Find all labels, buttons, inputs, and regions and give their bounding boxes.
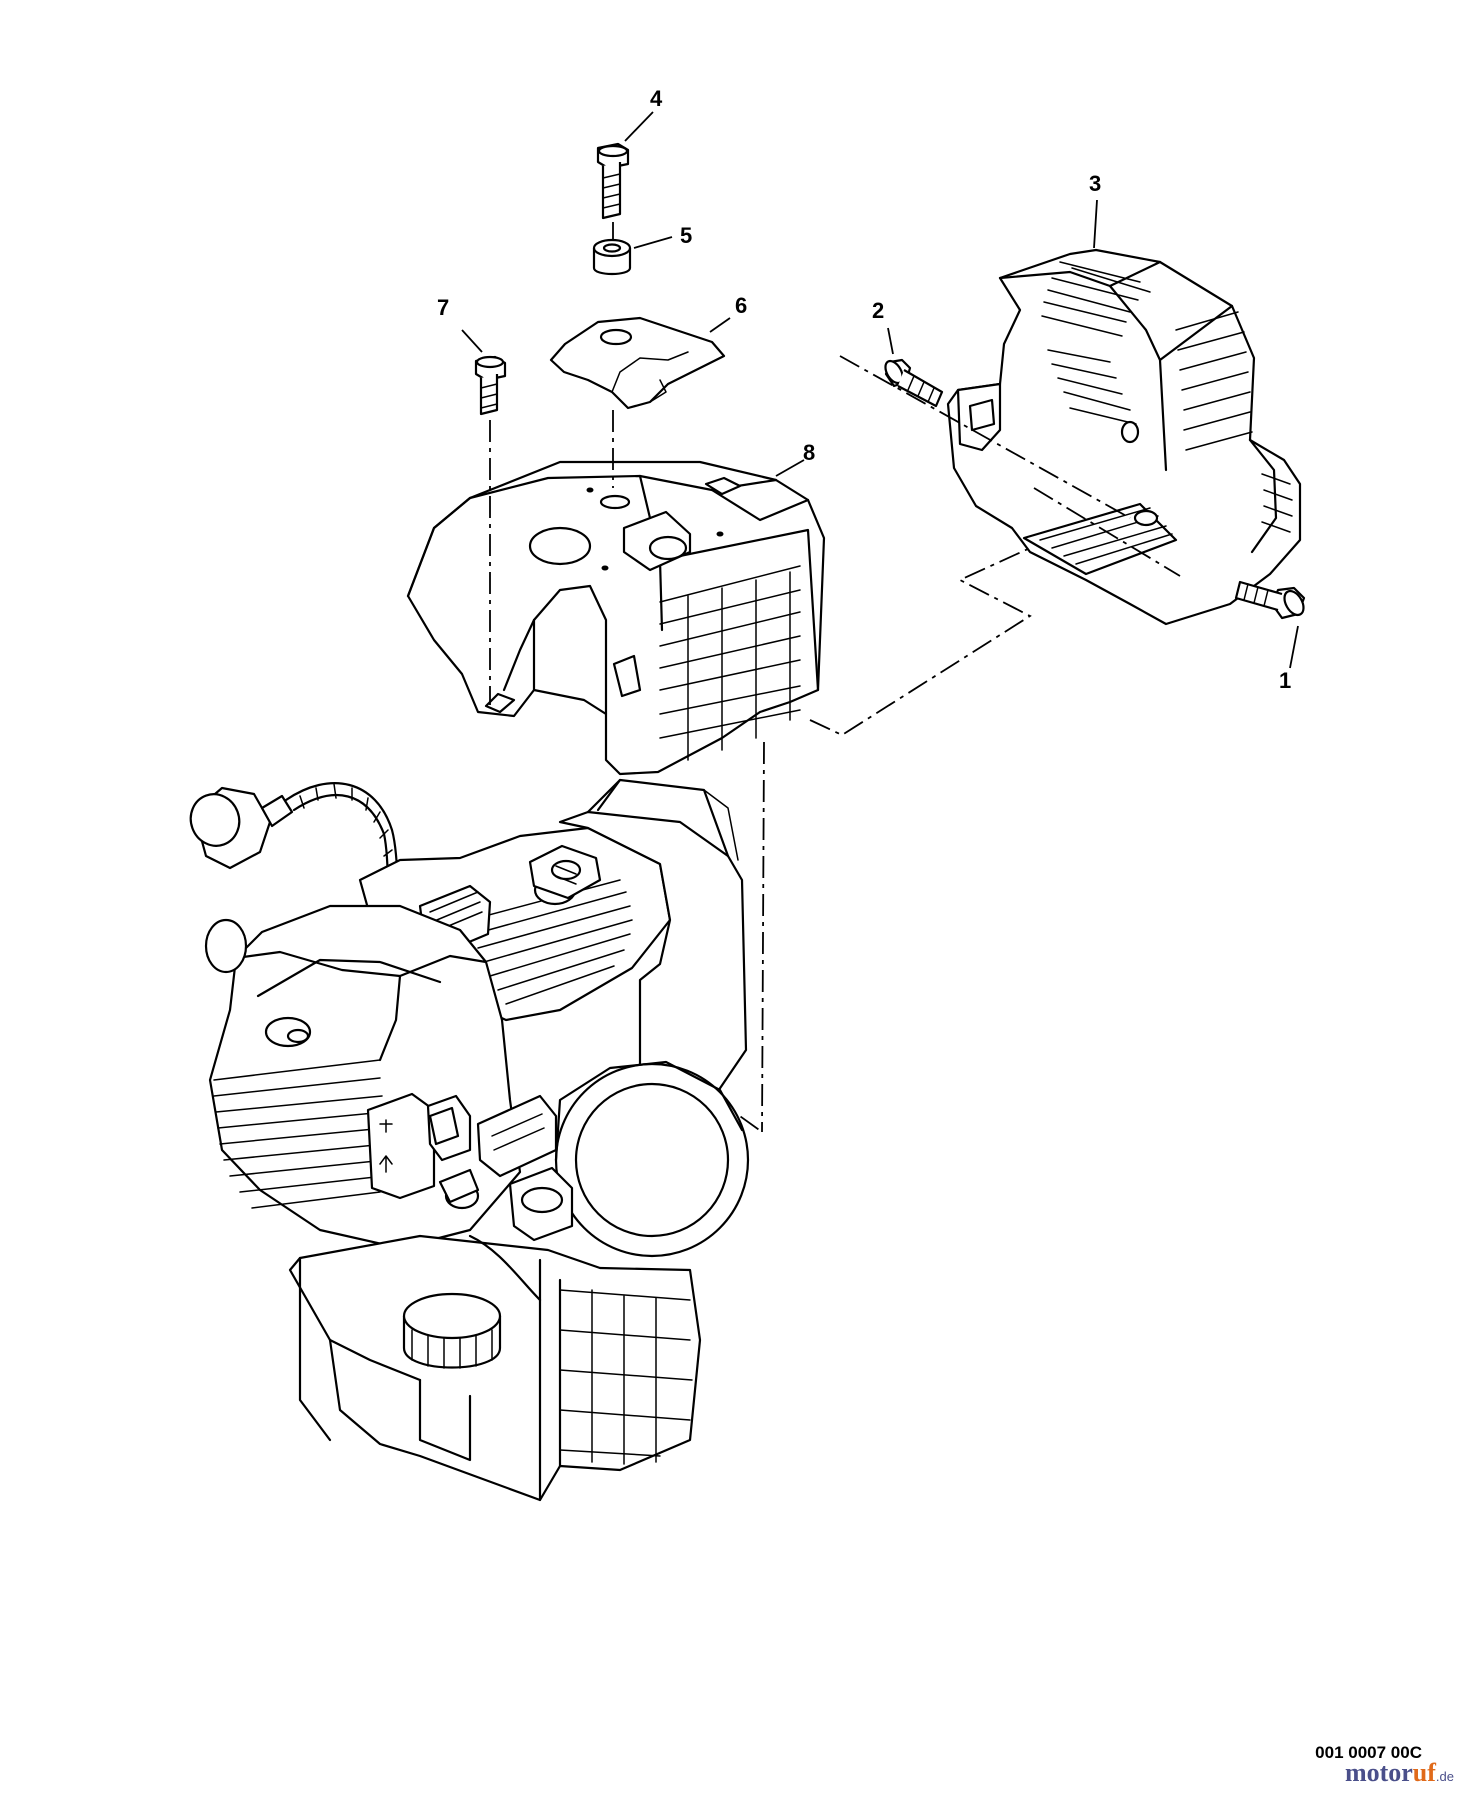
callout-5: 5 <box>680 223 692 248</box>
part-4-bolt[interactable] <box>596 142 630 220</box>
leader-6 <box>709 317 731 333</box>
part-3-muffler-cover[interactable] <box>946 248 1302 626</box>
callout-6: 6 <box>735 293 747 318</box>
leader-2 <box>887 327 894 355</box>
diagram-code: 001 0007 00C <box>1315 1743 1422 1762</box>
watermark-accent: uf <box>1412 1758 1436 1787</box>
callout-3: 3 <box>1089 171 1101 196</box>
assembly-lines <box>489 222 1181 1133</box>
callout-8: 8 <box>803 440 815 465</box>
part-8-cylinder-cover[interactable] <box>406 460 826 776</box>
leader-5 <box>633 236 673 249</box>
leader-4 <box>624 111 654 142</box>
part-7-bolt[interactable] <box>474 355 507 416</box>
watermark-tld: .de <box>1435 1769 1454 1784</box>
engine-assembly <box>189 778 750 1502</box>
callout-2: 2 <box>872 298 884 323</box>
part-6-top-plate[interactable] <box>549 316 726 410</box>
callout-4: 4 <box>650 86 663 111</box>
part-2-bolt[interactable] <box>882 358 944 408</box>
watermark-logo[interactable]: motoruf.de <box>1345 1758 1454 1788</box>
leader-3 <box>1093 199 1098 249</box>
leader-7 <box>461 329 483 353</box>
watermark-main: motor <box>1344 1758 1413 1787</box>
part-1-bolt[interactable] <box>1234 580 1307 620</box>
leader-1 <box>1289 625 1299 669</box>
part-5-sleeve[interactable] <box>592 238 632 276</box>
callout-1: 1 <box>1279 668 1291 693</box>
leader-8 <box>775 459 805 477</box>
callout-7: 7 <box>437 295 449 320</box>
